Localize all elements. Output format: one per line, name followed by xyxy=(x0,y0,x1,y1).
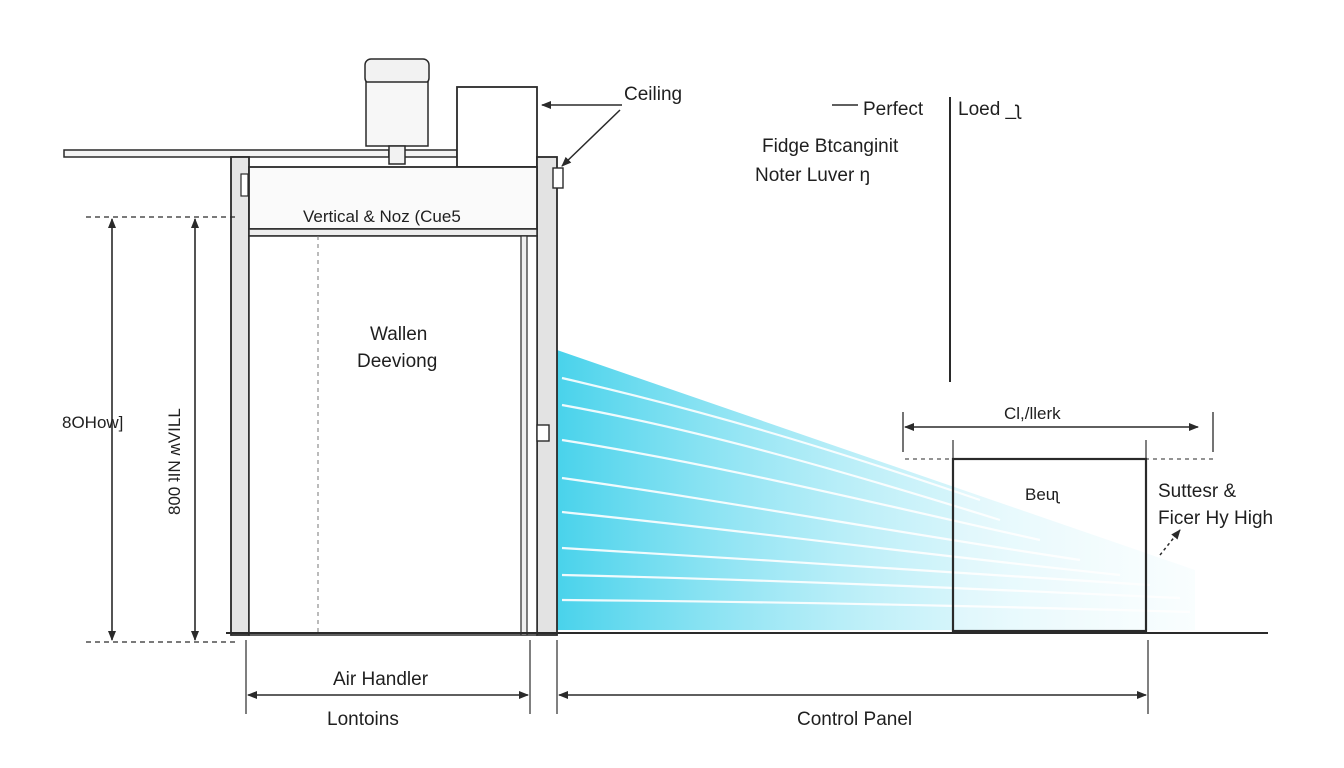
label-perfect: Perfect xyxy=(863,99,924,120)
bottom-dimensions xyxy=(245,640,1149,714)
air-handler-unit xyxy=(230,156,564,636)
top-equipment-box xyxy=(456,86,538,168)
leader-lines xyxy=(541,101,1181,556)
label-rotated-dim: 800 ʇIN ʍVILL xyxy=(165,408,184,515)
motor-unit xyxy=(364,58,430,165)
label-lontoins: Lontoins xyxy=(327,709,399,730)
label-beur: Beuʅ xyxy=(1025,485,1060,504)
air-flow-beam xyxy=(557,350,1195,630)
label-suttesr: Suttesr & xyxy=(1158,481,1236,502)
label-wallen: Wallen xyxy=(370,324,427,345)
left-dimensions xyxy=(86,216,237,643)
label-loed: Loed _ʅ xyxy=(958,99,1022,120)
box-width-dimension xyxy=(902,412,1214,460)
label-control-panel: Control Panel xyxy=(797,709,912,730)
label-cl-lerk: Cl,/llerk xyxy=(1004,404,1061,423)
right-box xyxy=(951,457,1148,633)
label-fidge: Fidge Btcanginit xyxy=(762,136,899,157)
label-left-dim: 8OHow] xyxy=(62,413,123,432)
label-ceiling: Ceiling xyxy=(624,84,682,105)
label-air-handler: Air Handler xyxy=(333,669,429,690)
label-noter: Noter Luver ŋ xyxy=(755,165,870,186)
label-vertical: Vertical & Noz (Cue5 xyxy=(303,207,461,226)
label-deeviong: Deeviong xyxy=(357,351,437,372)
label-ficer: Ficer Hy High xyxy=(1158,508,1273,529)
